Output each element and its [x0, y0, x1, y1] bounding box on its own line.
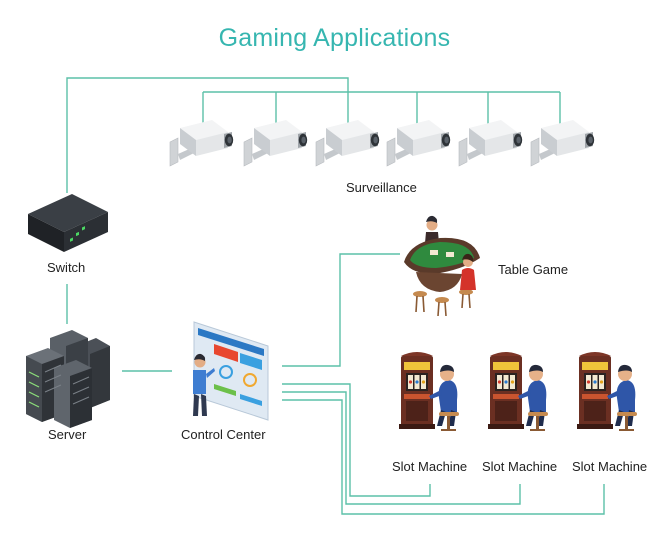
label-switch: Switch: [47, 260, 86, 275]
label-control-center: Control Center: [181, 427, 266, 442]
slot-machine-icon: [488, 352, 548, 431]
camera-icon: [243, 119, 308, 167]
label-slot-machine-3: Slot Machine: [572, 459, 648, 474]
slot-machine-icon: [399, 352, 459, 431]
line-control-to-table: [282, 253, 400, 367]
camera-icon: [169, 119, 234, 167]
line-control-to-slot-2: [282, 391, 521, 505]
slot-machines: [399, 352, 637, 431]
label-surveillance: Surveillance: [346, 180, 417, 195]
diagram-title: Gaming Applications: [218, 24, 451, 52]
line-control-to-slot-3: [282, 399, 605, 515]
slot-machine-icon: [577, 352, 637, 431]
control-center-icon: [193, 321, 269, 421]
switch-icon: [28, 194, 108, 252]
line-control-to-slot-1: [282, 383, 431, 497]
camera-icon: [315, 119, 380, 167]
line-switch-to-surveillance: [66, 77, 349, 193]
camera-icon: [458, 119, 523, 167]
label-server: Server: [48, 427, 87, 442]
label-table-game: Table Game: [498, 262, 569, 277]
connection-lines: [66, 77, 605, 515]
label-slot-machine-1: Slot Machine: [392, 459, 468, 474]
label-slot-machine-2: Slot Machine: [482, 459, 558, 474]
surveillance-cameras: [169, 119, 595, 167]
table-game-icon: [404, 215, 480, 317]
server-icon: [26, 330, 110, 428]
camera-icon: [530, 119, 595, 167]
camera-icon: [386, 119, 451, 167]
